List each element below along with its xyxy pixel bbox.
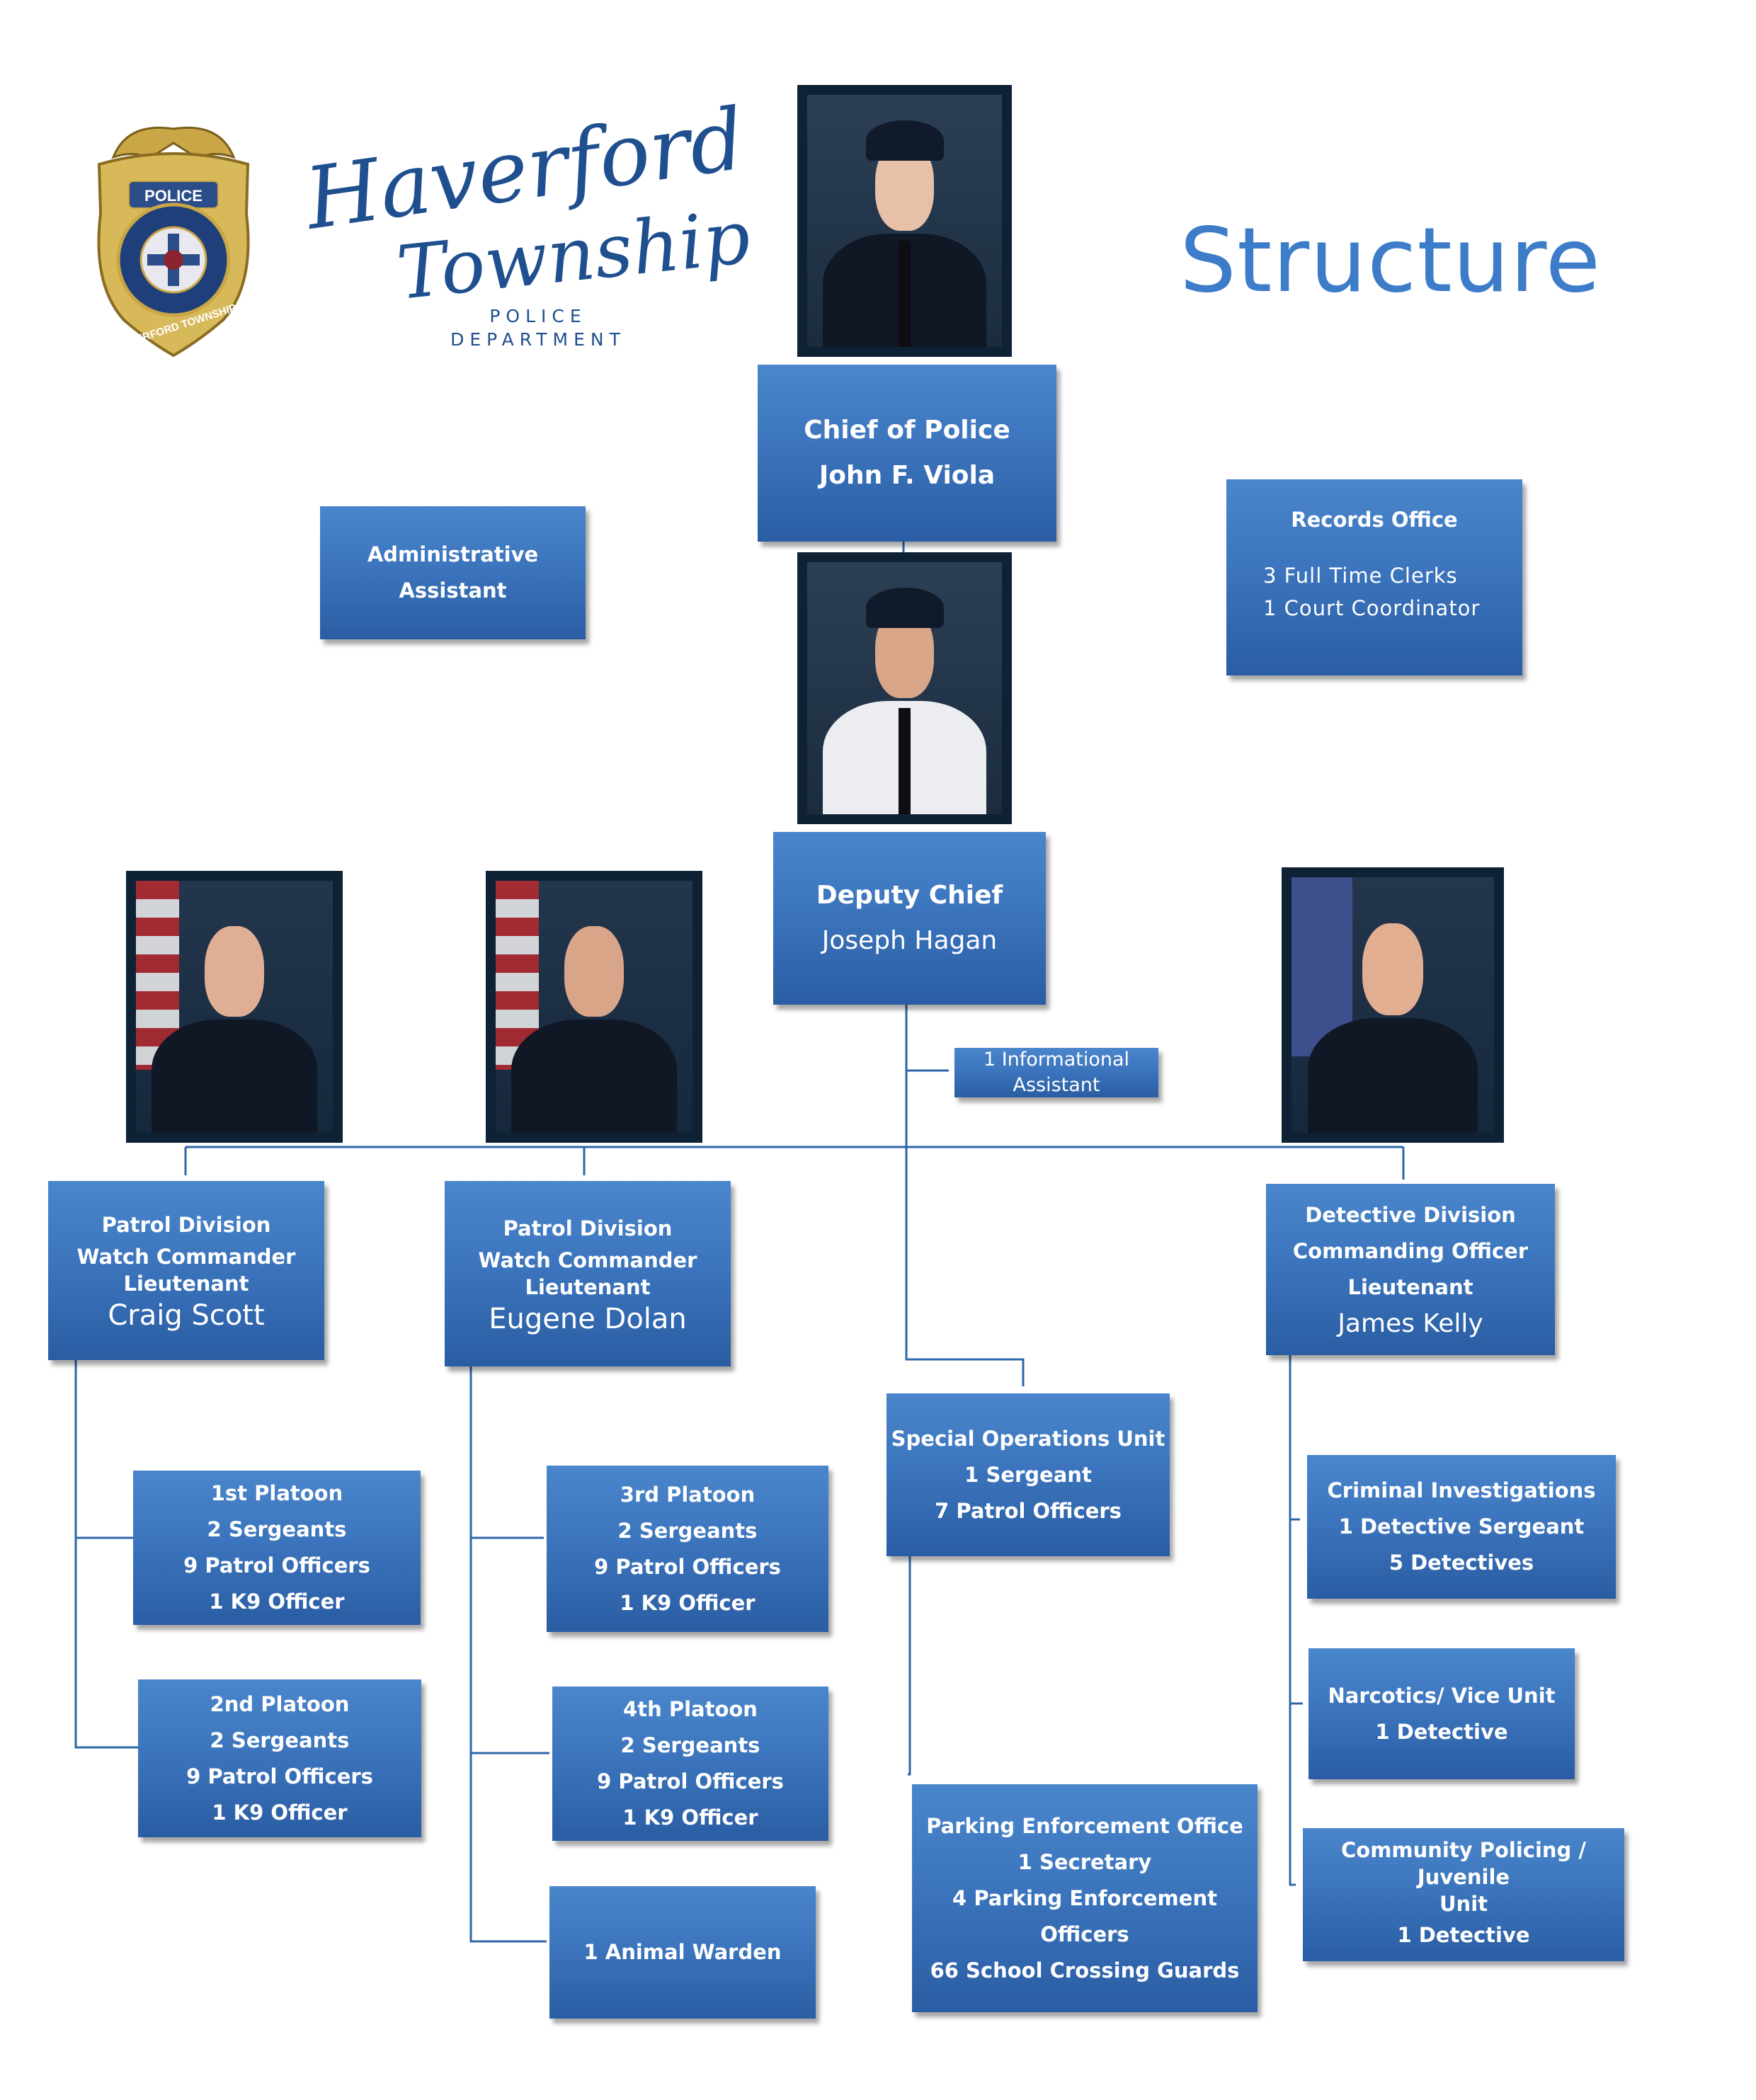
dolan-division: Patrol Division — [503, 1211, 673, 1247]
connector-special-parking — [908, 1548, 910, 1774]
admin-line2: Assistant — [399, 573, 506, 609]
platoon4-k9: 1 K9 Officer — [622, 1800, 758, 1836]
special-ops-officers: 7 Patrol Officers — [935, 1493, 1122, 1529]
community-title: Community Policing / Juvenile — [1303, 1837, 1624, 1890]
patrol-division-scott-box: Patrol Division Watch Commander Lieutena… — [48, 1181, 324, 1360]
platoon-3-box: 3rd Platoon 2 Sergeants 9 Patrol Officer… — [547, 1466, 828, 1632]
dolan-role: Watch Commander — [479, 1247, 697, 1274]
logo-subtitle-department: DEPARTMENT — [439, 329, 637, 350]
platoon3-officers: 9 Patrol Officers — [594, 1549, 781, 1585]
dolan-name: Eugene Dolan — [489, 1301, 687, 1337]
connector-kelly-branch — [1290, 1347, 1296, 1885]
platoon3-k9: 1 K9 Officer — [620, 1585, 755, 1621]
connector-to-special-ops — [906, 1147, 1023, 1386]
badge-seal — [164, 250, 183, 270]
animal-warden-label: 1 Animal Warden — [583, 1934, 781, 1970]
detective-division-box: Detective Division Commanding Officer Li… — [1266, 1184, 1555, 1355]
police-badge-logo: POLICE HAVERFORD TOWNSHIP — [85, 108, 262, 358]
criminal-sergeant: 1 Detective Sergeant — [1339, 1509, 1585, 1545]
connector-scott-platoons — [76, 1354, 138, 1747]
platoon-2-box: 2nd Platoon 2 Sergeants 9 Patrol Officer… — [138, 1679, 421, 1837]
records-title: Records Office — [1291, 502, 1457, 538]
narcotics-title: Narcotics/ Vice Unit — [1328, 1678, 1555, 1714]
parking-officers: 4 Parking Enforcement Officers — [912, 1881, 1258, 1953]
chief-title: Chief of Police — [804, 408, 1010, 453]
kelly-division: Detective Division — [1305, 1197, 1516, 1233]
patrol-division-dolan-box: Patrol Division Watch Commander Lieutena… — [445, 1181, 731, 1366]
platoon1-sergeants: 2 Sergeants — [207, 1512, 347, 1548]
criminal-title: Criminal Investigations — [1328, 1473, 1596, 1509]
criminal-investigations-box: Criminal Investigations 1 Detective Serg… — [1307, 1455, 1616, 1599]
platoon2-sergeants: 2 Sergeants — [210, 1723, 350, 1759]
community-detective: 1 Detective — [1397, 1917, 1529, 1953]
kelly-role: Commanding Officer — [1293, 1233, 1528, 1269]
info-line2: Assistant — [1013, 1073, 1100, 1098]
kelly-rank: Lieutenant — [1348, 1269, 1473, 1306]
logo-subtitle-police: POLICE — [467, 306, 609, 327]
dolan-rank: Lieutenant — [525, 1274, 651, 1301]
informational-assistant-box: 1 Informational Assistant — [954, 1048, 1158, 1097]
badge-top-text: POLICE — [144, 187, 203, 205]
platoon2-k9: 1 K9 Officer — [212, 1795, 347, 1831]
platoon4-sergeants: 2 Sergeants — [621, 1728, 760, 1764]
chief-of-police-box: Chief of Police John F. Viola — [758, 365, 1056, 542]
platoon3-title: 3rd Platoon — [620, 1477, 755, 1513]
platoon2-title: 2nd Platoon — [210, 1687, 350, 1723]
special-ops-sergeant: 1 Sergeant — [964, 1457, 1092, 1493]
page-title: Structure — [1180, 204, 1601, 317]
special-ops-title: Special Operations Unit — [891, 1421, 1165, 1457]
special-operations-box: Special Operations Unit 1 Sergeant 7 Pat… — [886, 1393, 1170, 1556]
platoon1-k9: 1 K9 Officer — [209, 1584, 344, 1620]
animal-warden-box: 1 Animal Warden — [549, 1886, 816, 2019]
platoon-1-box: 1st Platoon 2 Sergeants 9 Patrol Officer… — [133, 1471, 421, 1625]
deputy-chief-box: Deputy Chief Joseph Hagan — [773, 832, 1046, 1005]
platoon4-title: 4th Platoon — [623, 1691, 758, 1728]
records-coordinator: 1 Court Coordinator — [1226, 592, 1480, 624]
community-unit: Unit — [1439, 1890, 1488, 1917]
administrative-assistant-box: Administrative Assistant — [320, 506, 586, 639]
parking-guards: 66 School Crossing Guards — [930, 1953, 1240, 1989]
platoon4-officers: 9 Patrol Officers — [597, 1764, 784, 1800]
kelly-name: James Kelly — [1338, 1306, 1483, 1342]
records-office-box: Records Office 3 Full Time Clerks 1 Cour… — [1226, 479, 1522, 675]
parking-title: Parking Enforcement Office — [926, 1808, 1243, 1844]
parking-secretary: 1 Secretary — [1018, 1844, 1152, 1881]
scott-role: Watch Commander — [77, 1243, 296, 1270]
chief-name: John F. Viola — [819, 453, 995, 498]
platoon3-sergeants: 2 Sergeants — [618, 1513, 758, 1549]
platoon1-title: 1st Platoon — [211, 1476, 343, 1512]
scott-division: Patrol Division — [102, 1207, 271, 1243]
info-line1: 1 Informational — [984, 1047, 1129, 1073]
narcotics-detective: 1 Detective — [1375, 1714, 1507, 1750]
deputy-title: Deputy Chief — [816, 873, 1003, 918]
photo-chief — [797, 85, 1012, 357]
community-policing-box: Community Policing / Juvenile Unit 1 Det… — [1303, 1828, 1624, 1961]
platoon1-officers: 9 Patrol Officers — [183, 1548, 370, 1584]
parking-enforcement-box: Parking Enforcement Office 1 Secretary 4… — [912, 1784, 1258, 2012]
narcotics-vice-box: Narcotics/ Vice Unit 1 Detective — [1309, 1648, 1575, 1779]
platoon2-officers: 9 Patrol Officers — [186, 1759, 373, 1795]
criminal-detectives: 5 Detectives — [1389, 1545, 1534, 1581]
platoon-4-box: 4th Platoon 2 Sergeants 9 Patrol Officer… — [552, 1687, 828, 1841]
scott-name: Craig Scott — [108, 1297, 264, 1334]
photo-lieutenant-scott — [126, 871, 343, 1143]
deputy-name: Joseph Hagan — [822, 918, 998, 964]
photo-lieutenant-dolan — [486, 871, 702, 1143]
records-clerks: 3 Full Time Clerks — [1226, 559, 1458, 592]
photo-deputy — [797, 552, 1012, 824]
connector-dolan-branch — [471, 1361, 547, 1941]
scott-rank: Lieutenant — [124, 1270, 249, 1297]
photo-lieutenant-kelly — [1282, 867, 1504, 1143]
admin-line1: Administrative — [367, 537, 538, 573]
